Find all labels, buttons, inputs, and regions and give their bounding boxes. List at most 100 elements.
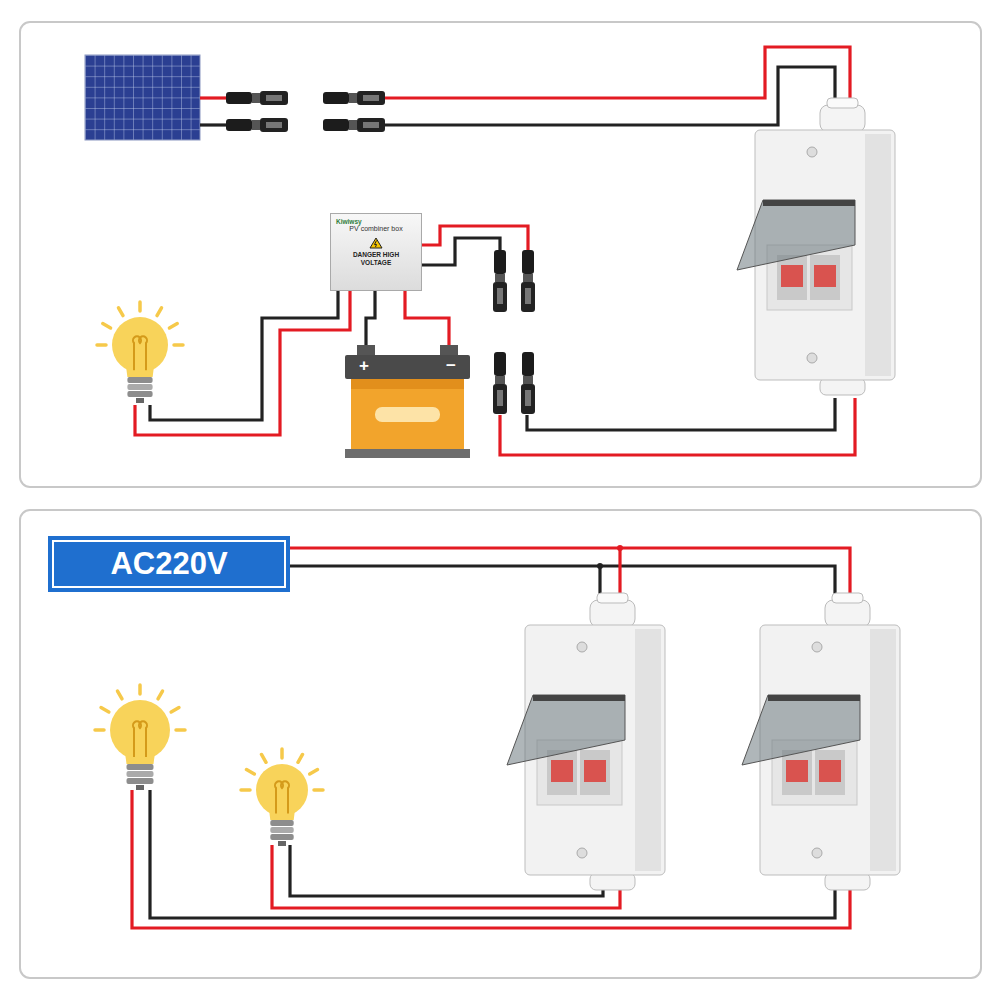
bulb-neck — [126, 366, 154, 377]
terminal — [357, 345, 375, 356]
mc4-connector — [521, 250, 535, 312]
screw — [812, 848, 822, 858]
light-ray — [118, 691, 123, 699]
connector-ring — [349, 120, 357, 130]
connector-body — [493, 282, 507, 312]
connector-body — [357, 118, 385, 132]
mc4-connector — [323, 91, 385, 105]
light-ray — [298, 754, 303, 762]
connector-body — [494, 250, 506, 274]
wire-connector — [366, 291, 375, 345]
wire-connector — [405, 291, 449, 345]
transparent-cover — [507, 695, 625, 765]
cable-gland — [827, 98, 858, 108]
light-ray — [95, 728, 104, 732]
filament — [275, 781, 289, 813]
bulb-glass — [256, 764, 308, 816]
breaker-body — [580, 750, 610, 795]
battery-cap — [345, 355, 470, 379]
connector-clip — [497, 288, 503, 304]
connector-clip — [266, 122, 282, 128]
battery-shade — [351, 379, 464, 389]
connector-ring — [349, 93, 357, 103]
connector-ring — [523, 376, 533, 384]
light-ray — [97, 343, 106, 347]
cover-hinge — [763, 200, 855, 206]
solar-panel — [85, 55, 200, 140]
connector-ring — [523, 274, 533, 282]
breaker-toggle — [814, 265, 836, 287]
bulb-base — [127, 384, 152, 390]
breaker-toggle — [781, 265, 803, 287]
connector-body — [522, 352, 534, 376]
cover-hinge — [768, 695, 860, 701]
connector-clip — [525, 390, 531, 406]
connector-body — [260, 118, 288, 132]
breaker-box — [507, 593, 665, 890]
light-ray — [262, 754, 267, 762]
battery: +− — [345, 345, 470, 458]
light-ray — [103, 324, 111, 329]
mc4-connector — [493, 250, 507, 312]
bulb-base — [127, 771, 154, 777]
bulb-base — [270, 834, 293, 840]
bulb-glass — [112, 317, 168, 373]
connector-body — [493, 384, 507, 414]
mc4-connector — [521, 352, 535, 414]
light-ray — [119, 308, 124, 316]
bulb-base — [127, 764, 154, 770]
screw — [577, 848, 587, 858]
connector-body — [323, 92, 349, 104]
brand-label: Kiwiwsy — [336, 218, 362, 225]
light-ray — [157, 308, 162, 316]
screw — [807, 147, 817, 157]
enclosure-side — [865, 134, 891, 376]
bulb-base — [127, 391, 152, 397]
connector-clip — [497, 390, 503, 406]
connector-ring — [495, 376, 505, 384]
terminal — [440, 345, 458, 356]
bulb-contact — [278, 841, 286, 846]
bulb-neck — [269, 810, 295, 821]
warning-triangle — [370, 238, 382, 248]
breaker-body — [782, 750, 812, 795]
bulb-contact — [136, 398, 144, 403]
mc4-connector — [226, 91, 288, 105]
mc4-connector — [323, 118, 385, 132]
bulb-base — [270, 820, 293, 826]
connector-body — [494, 352, 506, 376]
bolt — [375, 240, 377, 247]
enclosure-side — [635, 629, 661, 871]
connector-body — [357, 91, 385, 105]
light-ray — [246, 770, 254, 775]
bulb-neck — [125, 753, 155, 765]
transparent-cover — [742, 695, 860, 765]
cable-gland — [825, 600, 870, 627]
light-ray — [138, 302, 142, 311]
cable-gland — [820, 378, 865, 395]
light-ray — [176, 728, 185, 732]
connector-ring — [252, 120, 260, 130]
light-ray — [174, 343, 183, 347]
voltage-label: AC220V — [48, 536, 290, 592]
bulb-contact — [136, 785, 144, 790]
light-ray — [138, 685, 142, 694]
mc4-connector — [226, 118, 288, 132]
light-ray — [169, 324, 177, 329]
light-bulb — [97, 302, 183, 403]
connector-clip — [266, 95, 282, 101]
connector-body — [522, 250, 534, 274]
battery-foot — [345, 449, 470, 458]
light-ray — [310, 770, 318, 775]
screw — [807, 353, 817, 363]
breaker-box — [737, 98, 895, 395]
battery-label — [375, 407, 440, 422]
connector-body — [323, 119, 349, 131]
wires — [132, 47, 855, 928]
transparent-cover — [737, 200, 855, 270]
battery-body — [351, 379, 464, 451]
breaker-body — [547, 750, 577, 795]
light-ray — [101, 708, 109, 713]
breaker-toggle — [819, 760, 841, 782]
